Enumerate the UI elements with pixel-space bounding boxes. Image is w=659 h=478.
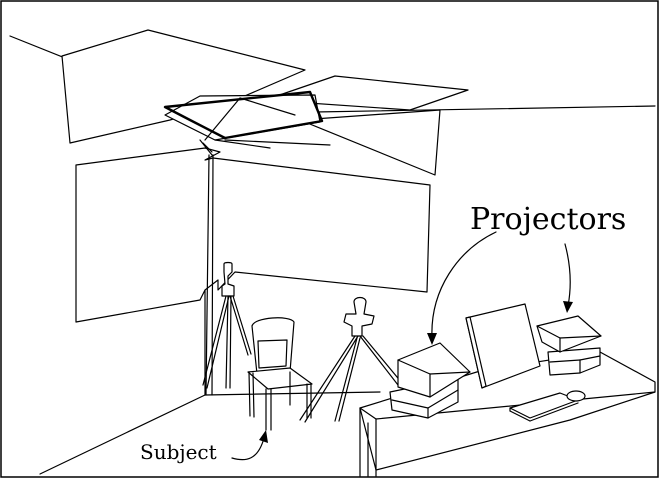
arrowhead-right [563,301,573,313]
mouse [566,390,586,402]
projectors-label: Projectors [470,202,626,237]
projectors-callout-arrows [427,231,573,345]
camera-tripod-left [202,261,252,389]
projector-right [536,315,602,376]
light-pole [205,154,214,396]
projector-left [389,342,471,419]
arrowhead-left [427,333,437,345]
subject-callout-arrow [231,430,268,461]
arrowhead-subject [259,430,268,443]
subject-label: Subject [140,440,217,464]
ceiling-reflector-panels [61,29,469,323]
chair [247,317,313,431]
camera-tripod-right [299,296,403,423]
monitor [465,303,541,389]
